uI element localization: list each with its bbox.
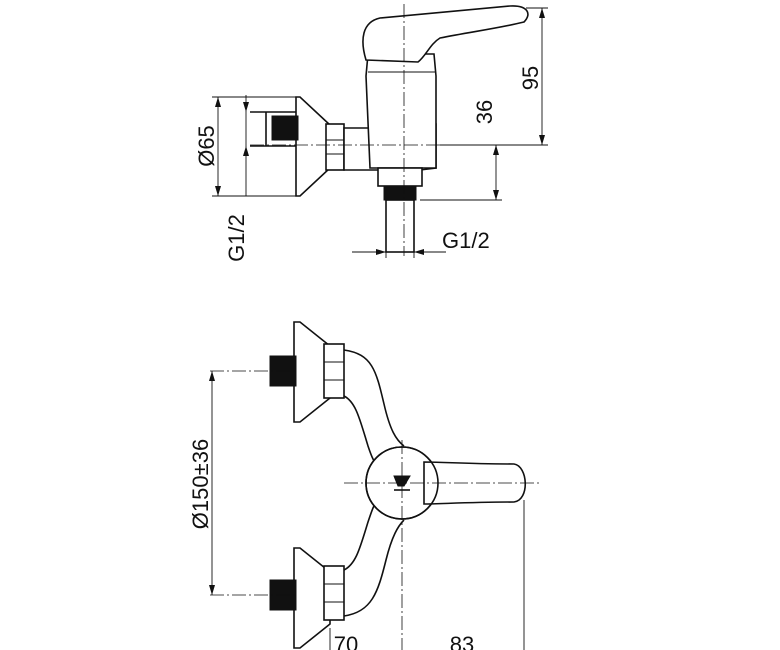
union-nut: [325, 123, 345, 171]
inlet-thread: [271, 115, 299, 141]
lever-plan: [423, 461, 526, 505]
dimension-outlet-thread: G1/2: [442, 228, 490, 253]
plan-view: Ø150±36 70 83: [188, 321, 540, 650]
dimension-lever-depth: 83: [450, 632, 474, 650]
outlet-thread: [383, 185, 417, 201]
upper-body-arm-inner: [343, 395, 379, 467]
dimension-body-depth: 70: [334, 632, 358, 650]
outlet-pipe: [385, 199, 415, 253]
lower-wall-flange: [293, 547, 331, 649]
cartridge-body: [365, 53, 437, 169]
wall-flange: [295, 96, 331, 197]
lower-nut: [323, 565, 345, 621]
dimension-height-total: 95: [518, 66, 543, 90]
dimension-inlet-thread: G1/2: [224, 214, 249, 262]
side-elevation-view: 95 36 Ø65 G1/2 G1/2: [194, 4, 548, 262]
lower-body-arm: [343, 519, 405, 617]
upper-nut: [323, 343, 345, 399]
outlet-connector: [377, 167, 423, 187]
dimension-flange-diameter: Ø65: [194, 125, 219, 167]
lever-handle: [362, 5, 529, 63]
upper-body-arm: [343, 349, 405, 447]
dimension-height-outlet: 36: [472, 100, 497, 124]
lower-body-arm-inner: [343, 499, 379, 571]
dimension-centre-distance: Ø150±36: [188, 439, 213, 529]
